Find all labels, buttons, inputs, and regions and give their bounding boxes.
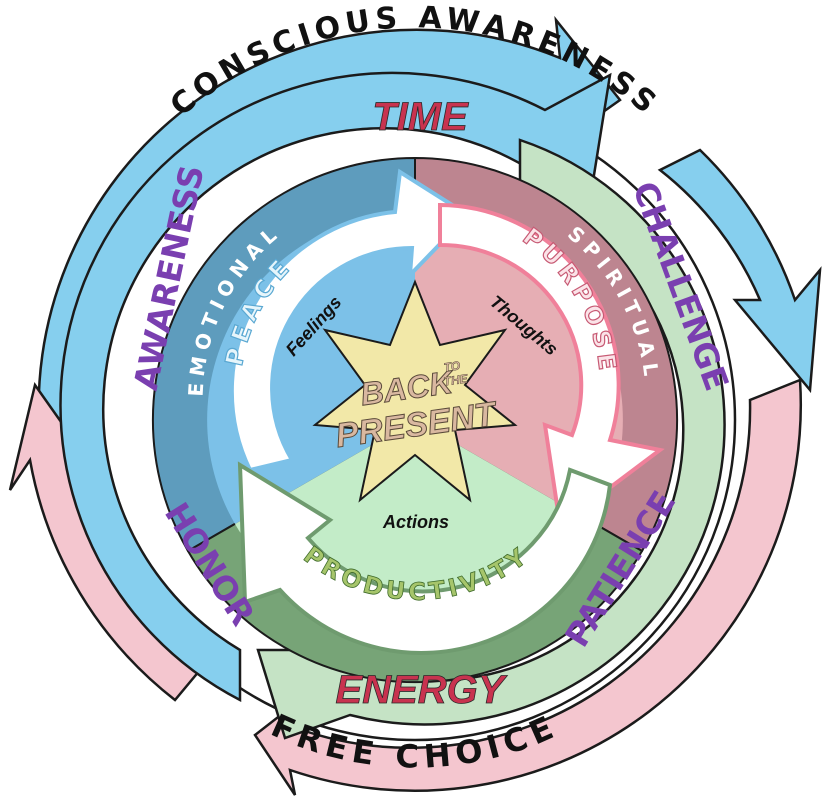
peace-arrow: [229, 168, 472, 473]
energy-label: ENERGY: [336, 668, 508, 712]
purpose-arrow: [438, 202, 665, 529]
outer-blue-right-arrow: [657, 148, 822, 394]
actions-label: Actions: [382, 512, 449, 532]
center-small2: THE: [443, 371, 470, 388]
productivity-arrow: [237, 461, 613, 655]
time-label: TIME: [372, 95, 469, 139]
white-cycle-arrows: [229, 168, 665, 655]
middle-ring-green: [256, 138, 726, 740]
center-star: [312, 279, 518, 503]
free-choice-arrow: [253, 378, 802, 796]
center-small1: TO: [443, 358, 462, 374]
middle-ring-blue: [59, 71, 612, 703]
